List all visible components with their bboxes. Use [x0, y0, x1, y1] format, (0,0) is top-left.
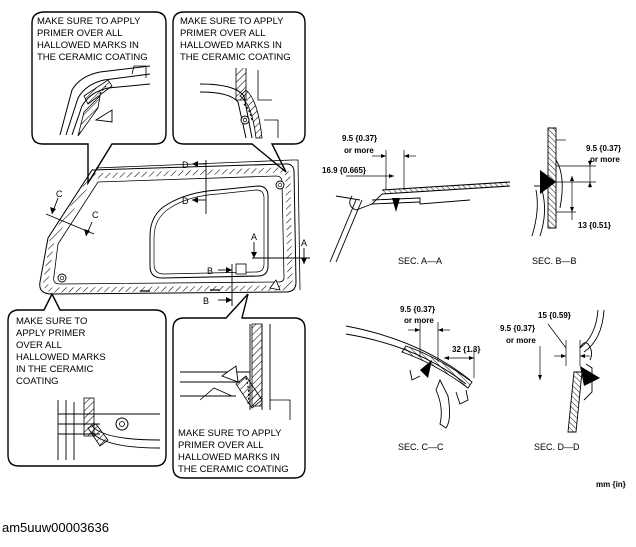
sec-dd-dim2-note: or more — [506, 336, 536, 345]
sec-bb-dim1-note: or more — [590, 155, 620, 164]
callout-bottom-left-line-5: IN THE CERAMIC — [16, 364, 94, 375]
sec-aa-dim2-value: 16.9 {0.665} — [322, 166, 366, 175]
section-b-b: 9.5 {0.37} or more 13 {0.51} SEC. B—B — [531, 127, 621, 266]
sec-aa-dim1-note: or more — [344, 146, 374, 155]
callout-bottom-left-line-4: HALLOWED MARKS — [16, 352, 106, 363]
callout-top-right-line-3: HALLOWED MARKS IN — [180, 40, 282, 51]
sec-dd-dim2-value: 9.5 {0.37} — [500, 324, 535, 333]
marker-d-bottom: D — [182, 196, 189, 206]
sec-cc-dim1-note: or more — [404, 316, 434, 325]
callout-top-right-detail — [199, 68, 279, 139]
callout-bottom-left-line-6: COATING — [16, 376, 59, 387]
section-cut-markers: D D C C A A B B — [45, 160, 310, 306]
sec-bb-dim1-value: 9.5 {0.37} — [586, 144, 621, 153]
callout-top-left-line-4: THE CERAMIC COATING — [37, 52, 148, 63]
marker-a-left: A — [251, 232, 257, 242]
callout-bottom-left-detail — [57, 397, 161, 460]
sec-aa-title: SEC. A—A — [398, 256, 442, 266]
section-c-c: 9.5 {0.37} or more 32 {1.3} SEC. C—C — [345, 305, 480, 452]
callout-bottom-left: MAKE SURE TO APPLY PRIMER OVER ALL HALLO… — [7, 292, 167, 467]
callout-bottom-right-line-1: MAKE SURE TO APPLY — [178, 428, 282, 439]
callout-top-left-line-3: HALLOWED MARKS IN — [37, 40, 139, 51]
sec-dd-title: SEC. D—D — [534, 442, 580, 452]
callout-bottom-left-line-3: OVER ALL — [16, 340, 62, 351]
main-window — [39, 159, 301, 295]
sec-bb-dim2-value: 13 {0.51} — [578, 221, 611, 230]
sec-cc-title: SEC. C—C — [398, 442, 444, 452]
callout-bottom-left-line-2: APPLY PRIMER — [16, 328, 85, 339]
callout-top-left-line-1: MAKE SURE TO APPLY — [37, 16, 141, 27]
callout-top-right-line-4: THE CERAMIC COATING — [180, 52, 291, 63]
marker-c-top: C — [56, 189, 63, 199]
marker-b-top: B — [207, 266, 213, 276]
callout-top-left-detail — [59, 65, 151, 137]
sec-aa-dim1-value: 9.5 {0.37} — [342, 134, 377, 143]
marker-d-top: D — [182, 160, 189, 170]
sec-cc-dim2-value: 32 {1.3} — [452, 345, 480, 354]
callout-top-right: MAKE SURE TO APPLY PRIMER OVER ALL HALLO… — [172, 11, 306, 173]
callout-bottom-right: MAKE SURE TO APPLY PRIMER OVER ALL HALLO… — [172, 293, 306, 479]
section-d-d: 15 {0.59} 9.5 {0.37} or more SEC. D—D — [500, 309, 605, 452]
callout-bottom-right-detail — [180, 323, 291, 420]
sec-dd-dim1-value: 15 {0.59} — [538, 311, 571, 320]
callout-bottom-right-line-3: HALLOWED MARKS IN — [178, 452, 280, 463]
marker-b-bottom: B — [203, 296, 209, 306]
marker-c-bottom: C — [92, 210, 99, 220]
callout-bottom-left-line-1: MAKE SURE TO — [16, 316, 87, 327]
callout-top-left: MAKE SURE TO APPLY PRIMER OVER ALL HALLO… — [31, 11, 167, 186]
sec-cc-dim1-value: 9.5 {0.37} — [400, 305, 435, 314]
callout-top-right-line-2: PRIMER OVER ALL — [180, 28, 266, 39]
sec-bb-title: SEC. B—B — [532, 256, 577, 266]
marker-a-right: A — [301, 238, 307, 248]
callout-top-right-line-1: MAKE SURE TO APPLY — [180, 16, 284, 27]
image-id-caption: am5uuw00003636 — [2, 520, 109, 535]
callout-bottom-right-line-4: THE CERAMIC COATING — [178, 464, 289, 475]
callout-top-left-line-2: PRIMER OVER ALL — [37, 28, 123, 39]
section-a-a: 9.5 {0.37} or more 16.9 {0.665} SEC. A—A — [322, 134, 511, 266]
units-label: mm {in} — [596, 480, 626, 489]
callout-bottom-right-line-2: PRIMER OVER ALL — [178, 440, 264, 451]
